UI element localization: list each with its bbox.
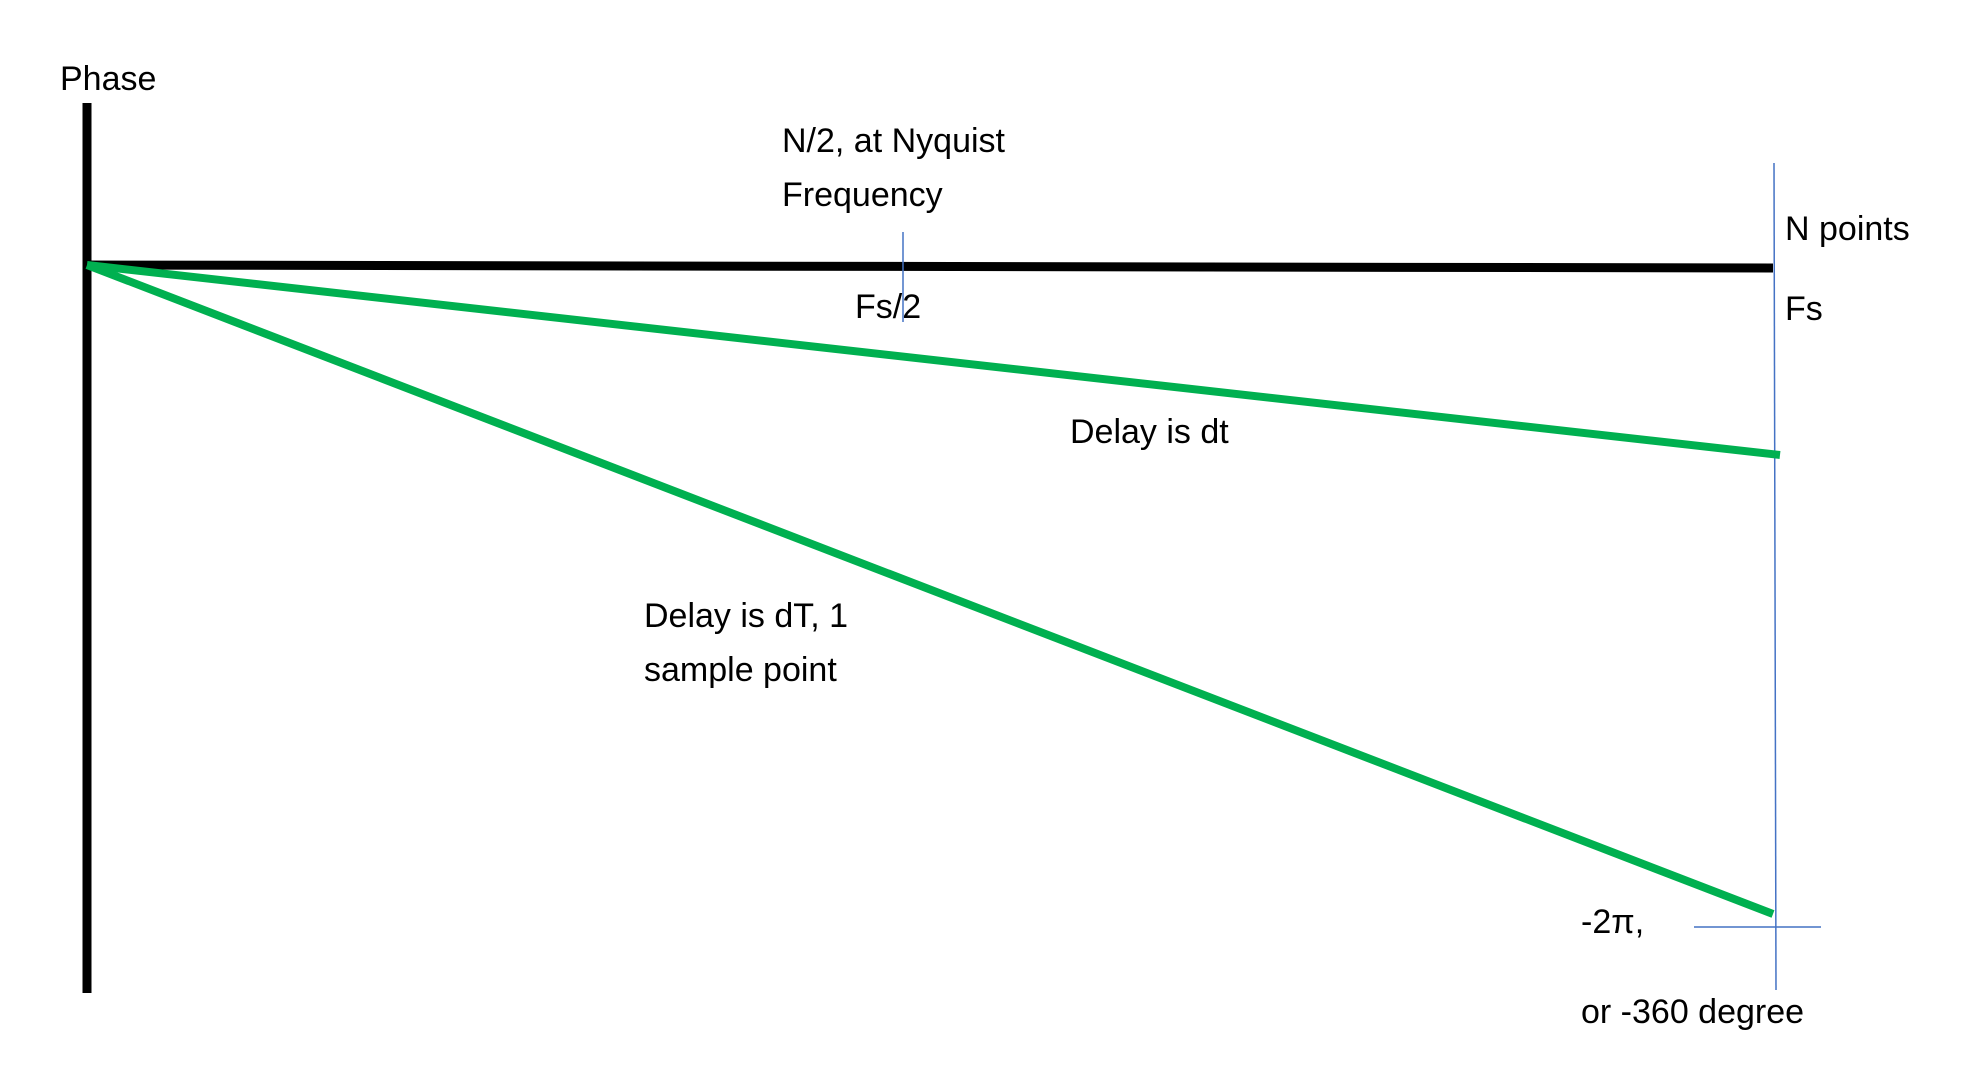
- n-points-label: N points: [1785, 210, 1910, 248]
- phase-axis-label: Phase: [60, 60, 157, 98]
- fs-half-label: Fs/2: [855, 288, 922, 326]
- delay-dT-label-line1: Delay is dT, 1: [644, 597, 849, 635]
- nyquist-label-line1: N/2, at Nyquist: [782, 122, 1005, 160]
- delay-dt-label: Delay is dt: [1070, 413, 1229, 451]
- frequency-axis: [83, 260, 1774, 273]
- delay-dT-line: [85, 261, 1775, 918]
- nyquist-label-line2: Frequency: [782, 176, 943, 214]
- minus-360-label: or -360 degree: [1581, 993, 1805, 1031]
- fs-label: Fs: [1785, 290, 1823, 328]
- delay-dt-line: [86, 261, 1781, 459]
- minus-2pi-label: -2π,: [1581, 903, 1645, 941]
- delay-dT-label-line2: sample point: [644, 651, 837, 689]
- fs-marker-line: [1773, 162, 1777, 991]
